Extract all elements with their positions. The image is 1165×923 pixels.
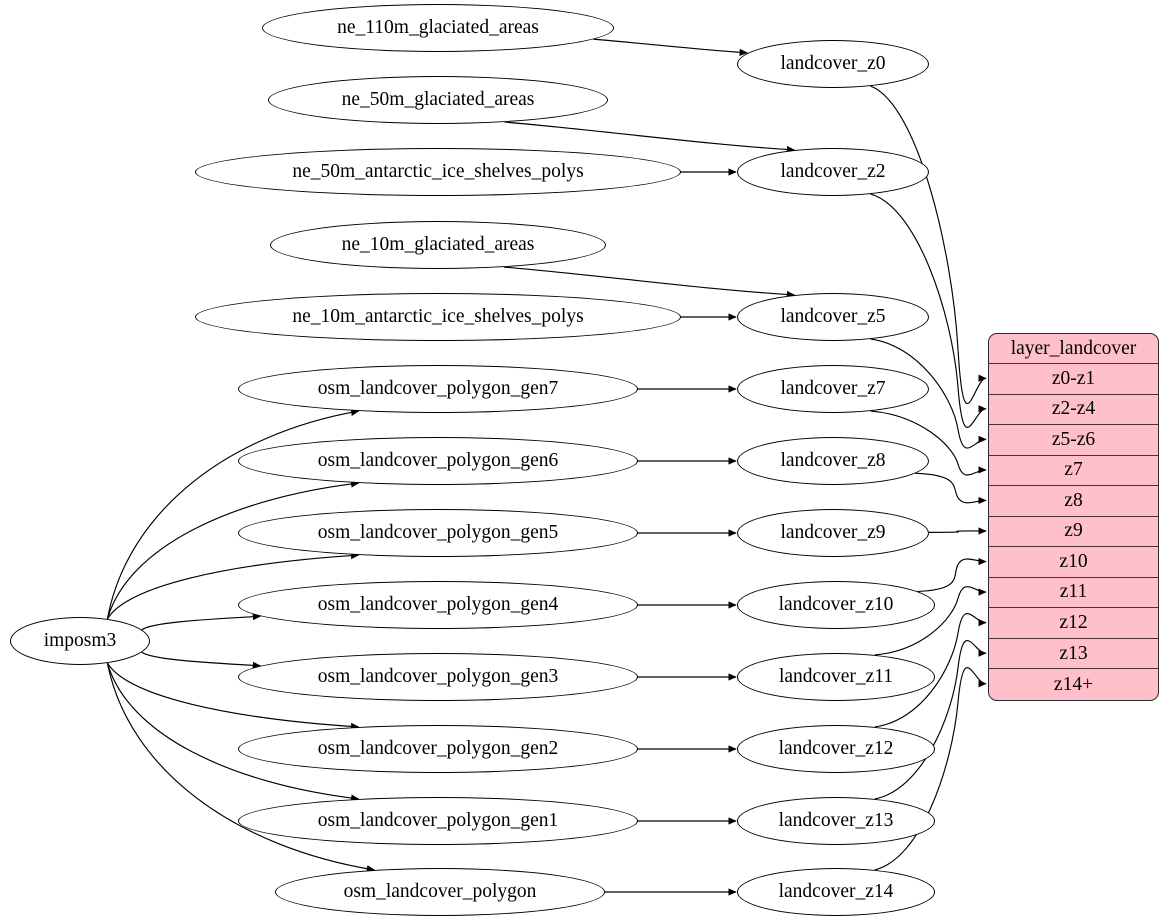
node-label: landcover_z10 bbox=[778, 594, 894, 616]
node-osm_landcover_polygon[interactable]: osm_landcover_polygon bbox=[275, 868, 605, 916]
node-label: landcover_z11 bbox=[778, 666, 894, 688]
node-osm_landcover_polygon_gen3[interactable]: osm_landcover_polygon_gen3 bbox=[238, 653, 638, 701]
layer-table-row-z13[interactable]: z13 bbox=[989, 639, 1158, 670]
edge-imposm3-to-osm_landcover_polygon_gen2 bbox=[106, 662, 360, 731]
edge-landcover_z9-to-layer_landcover_z9 bbox=[928, 527, 987, 535]
node-label: osm_landcover_polygon_gen6 bbox=[317, 450, 559, 472]
edge-landcover_z10-to-layer_landcover_z10 bbox=[917, 557, 987, 592]
node-label: ne_110m_glaciated_areas bbox=[337, 17, 539, 39]
edge-imposm3-to-osm_landcover_polygon bbox=[106, 662, 375, 873]
node-label: landcover_z7 bbox=[780, 378, 886, 400]
node-label: landcover_z9 bbox=[780, 522, 886, 544]
layer-table-header: layer_landcover bbox=[989, 334, 1158, 364]
edge-landcover_z8-to-layer_landcover_z8 bbox=[915, 472, 987, 505]
layer-table-row-z2-z4[interactable]: z2-z4 bbox=[989, 395, 1158, 426]
node-landcover_z14[interactable]: landcover_z14 bbox=[737, 868, 935, 916]
node-landcover_z13[interactable]: landcover_z13 bbox=[737, 797, 935, 845]
node-ne_10m_glaciated_areas[interactable]: ne_10m_glaciated_areas bbox=[270, 221, 606, 269]
node-ne_50m_antarctic_ice_shelves_polys[interactable]: ne_50m_antarctic_ice_shelves_polys bbox=[195, 148, 681, 196]
edge-landcover_z0-to-layer_landcover_z0-z1 bbox=[870, 85, 987, 405]
node-ne_50m_glaciated_areas[interactable]: ne_50m_glaciated_areas bbox=[268, 76, 608, 124]
node-label: landcover_z13 bbox=[778, 810, 894, 832]
edge-imposm3-to-osm_landcover_polygon_gen1 bbox=[106, 662, 360, 802]
layer-table-row-z5-z6[interactable]: z5-z6 bbox=[989, 425, 1158, 456]
edge-landcover_z7-to-layer_landcover_z7 bbox=[870, 410, 987, 476]
edge-landcover_z2-to-layer_landcover_z2-z4 bbox=[870, 193, 987, 428]
node-label: landcover_z5 bbox=[780, 306, 886, 328]
layer-table-row-z9[interactable]: z9 bbox=[989, 517, 1158, 548]
node-label: ne_10m_antarctic_ice_shelves_polys bbox=[292, 306, 584, 328]
edge-imposm3-to-osm_landcover_polygon_gen6 bbox=[106, 480, 360, 620]
node-osm_landcover_polygon_gen7[interactable]: osm_landcover_polygon_gen7 bbox=[238, 365, 638, 413]
layer-table-row-z14+[interactable]: z14+ bbox=[1053, 673, 1094, 695]
node-osm_landcover_polygon_gen5[interactable]: osm_landcover_polygon_gen5 bbox=[238, 509, 638, 557]
layer-table-row-z7[interactable]: z7 bbox=[989, 456, 1158, 487]
edge-landcover_z11-to-layer_landcover_z11 bbox=[874, 586, 987, 656]
node-label: landcover_z8 bbox=[780, 450, 886, 472]
node-landcover_z0[interactable]: landcover_z0 bbox=[737, 40, 929, 88]
node-imposm3[interactable]: imposm3 bbox=[10, 617, 150, 665]
edge-landcover_z12-to-layer_landcover_z12 bbox=[874, 613, 987, 728]
node-label: ne_50m_glaciated_areas bbox=[341, 89, 535, 111]
layer-table-row-z0-z1[interactable]: z0-z1 bbox=[989, 364, 1158, 395]
layer-table-row-z11[interactable]: z11 bbox=[989, 578, 1158, 609]
node-ne_110m_glaciated_areas[interactable]: ne_110m_glaciated_areas bbox=[262, 4, 614, 52]
edge-imposm3-to-osm_landcover_polygon_gen3 bbox=[141, 651, 261, 669]
layer-table-row-z10[interactable]: z10 bbox=[989, 547, 1158, 578]
node-label: osm_landcover_polygon_gen4 bbox=[317, 594, 559, 616]
edge-landcover_z14-to-layer_landcover_z14_ bbox=[874, 667, 987, 871]
node-label: landcover_z0 bbox=[780, 53, 886, 75]
layer-table-row-z8[interactable]: z8 bbox=[989, 486, 1158, 517]
layer-table-row-z12[interactable]: z12 bbox=[989, 608, 1158, 639]
node-osm_landcover_polygon_gen2[interactable]: osm_landcover_polygon_gen2 bbox=[238, 725, 638, 773]
node-landcover_z12[interactable]: landcover_z12 bbox=[737, 725, 935, 773]
node-label: landcover_z12 bbox=[778, 738, 894, 760]
edge-imposm3-to-osm_landcover_polygon_gen4 bbox=[141, 613, 261, 631]
node-landcover_z7[interactable]: landcover_z7 bbox=[737, 365, 929, 413]
edge-imposm3-to-osm_landcover_polygon_gen7 bbox=[106, 408, 360, 620]
node-label: osm_landcover_polygon_gen3 bbox=[317, 666, 559, 688]
node-label: osm_landcover_polygon_gen7 bbox=[317, 378, 559, 400]
edge-landcover_z5-to-layer_landcover_z5-z6 bbox=[870, 338, 987, 449]
node-osm_landcover_polygon_gen6[interactable]: osm_landcover_polygon_gen6 bbox=[238, 437, 638, 485]
node-label: landcover_z14 bbox=[778, 881, 894, 903]
edge-ne_110m_glaciated_areas-to-landcover_z0 bbox=[593, 38, 748, 56]
node-ne_10m_antarctic_ice_shelves_polys[interactable]: ne_10m_antarctic_ice_shelves_polys bbox=[195, 293, 681, 341]
edge-ne_50m_glaciated_areas-to-landcover_z2 bbox=[504, 121, 796, 154]
node-label: osm_landcover_polygon_gen1 bbox=[317, 810, 559, 832]
edge-landcover_z13-to-layer_landcover_z13 bbox=[874, 640, 987, 800]
edge-imposm3-to-osm_landcover_polygon_gen5 bbox=[106, 551, 360, 620]
node-landcover_z9[interactable]: landcover_z9 bbox=[737, 509, 929, 557]
node-label: osm_landcover_polygon bbox=[343, 881, 537, 903]
node-osm_landcover_polygon_gen4[interactable]: osm_landcover_polygon_gen4 bbox=[238, 581, 638, 629]
node-landcover_z11[interactable]: landcover_z11 bbox=[737, 653, 935, 701]
node-landcover_z10[interactable]: landcover_z10 bbox=[737, 581, 935, 629]
edge-ne_10m_glaciated_areas-to-landcover_z5 bbox=[503, 266, 796, 299]
node-osm_landcover_polygon_gen1[interactable]: osm_landcover_polygon_gen1 bbox=[238, 797, 638, 845]
node-landcover_z8[interactable]: landcover_z8 bbox=[737, 437, 929, 485]
node-label: ne_50m_antarctic_ice_shelves_polys bbox=[292, 161, 584, 183]
node-label: landcover_z2 bbox=[780, 161, 886, 183]
node-landcover_z2[interactable]: landcover_z2 bbox=[737, 148, 929, 196]
node-landcover_z5[interactable]: landcover_z5 bbox=[737, 293, 929, 341]
node-label: ne_10m_glaciated_areas bbox=[341, 234, 535, 256]
edges bbox=[106, 38, 987, 896]
node-label: osm_landcover_polygon_gen5 bbox=[317, 522, 559, 544]
node-label: imposm3 bbox=[43, 630, 117, 652]
node-label: osm_landcover_polygon_gen2 bbox=[317, 738, 559, 760]
